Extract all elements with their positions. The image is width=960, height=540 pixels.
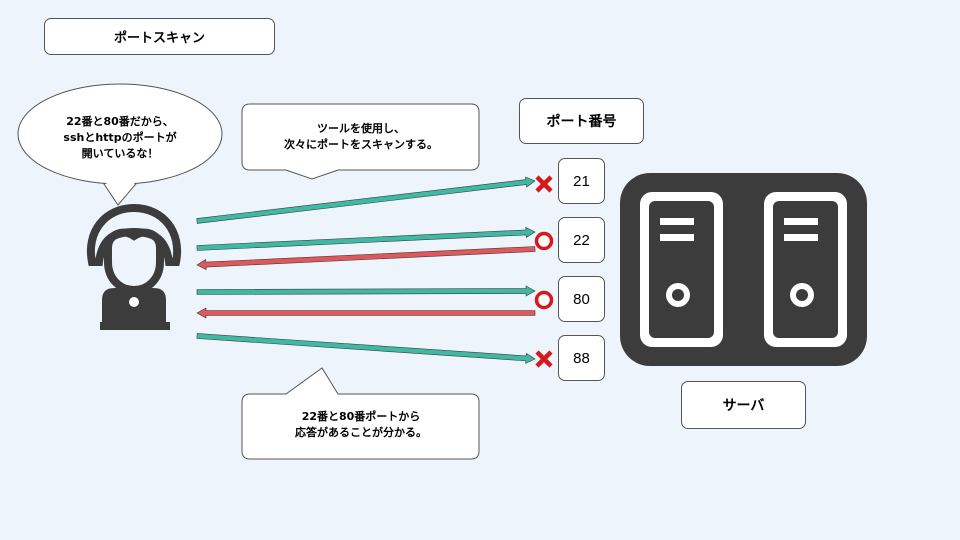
result-callout-text: 22番と80番ポートから 応答があることが分かる。 [295,410,427,439]
port-status-marks [534,175,554,368]
tool-callout [241,103,480,180]
port-box-80: 80 [558,276,605,322]
circle-mark-icon [534,231,554,251]
request-arrow-22 [196,226,536,251]
port-box-22: 22 [558,217,605,263]
port-box-88: 88 [558,335,605,381]
response-arrow-80 [196,307,536,319]
scan-arrows [196,176,536,364]
speech-bubble [17,83,223,206]
request-arrow-88 [196,333,536,364]
port-number-header: ポート番号 [519,98,644,144]
page-title: ポートスキャン [44,18,275,55]
request-arrow-80 [196,285,536,297]
response-arrow-22 [196,246,536,271]
x-mark-icon [535,175,553,193]
port-box-21: 21 [558,158,605,204]
speech-bubble-text: 22番と80番だから、 sshとhttpのポートが 開いているな！ [63,115,177,160]
result-callout [241,367,480,460]
circle-mark-icon [534,290,554,310]
person-with-laptop-icon [86,203,182,330]
tool-callout-text: ツールを使用し、 次々にポートをスキャンする。 [284,122,438,151]
x-mark-icon [535,350,553,368]
request-arrow-21 [196,176,536,224]
server-label: サーバ [681,381,806,429]
server-pair-icon [620,173,867,366]
